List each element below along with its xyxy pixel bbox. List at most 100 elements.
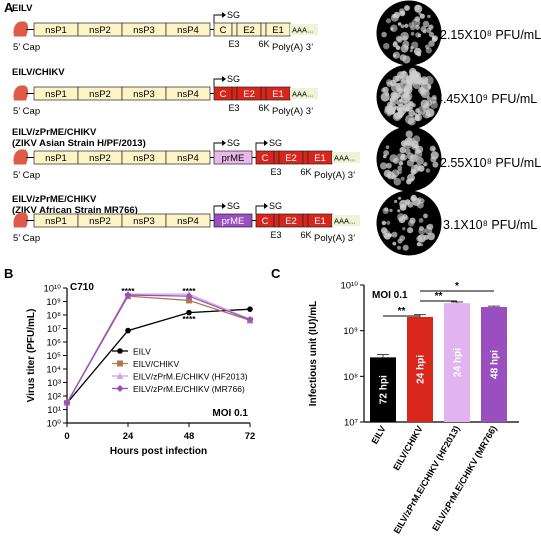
plaque <box>393 11 401 19</box>
plaque <box>389 208 393 213</box>
legend-marker <box>117 348 123 354</box>
sixk-label: 6K <box>258 39 269 49</box>
e2-label: E2 <box>243 89 255 100</box>
plaque <box>402 227 406 231</box>
significance-label: **** <box>182 314 196 324</box>
plaque <box>426 27 432 33</box>
plaque <box>410 25 416 31</box>
plaque <box>409 49 413 53</box>
plaque <box>417 165 425 172</box>
plaque <box>430 96 438 104</box>
y-tick-label: 10⁴ <box>46 365 61 376</box>
bar <box>481 306 507 422</box>
plaque <box>425 168 431 173</box>
plaque <box>385 145 390 149</box>
cap-label: 5’ Cap <box>13 233 40 244</box>
plaque <box>414 4 421 11</box>
bar <box>370 357 396 422</box>
plaque <box>407 227 414 234</box>
significance-label: * <box>455 281 459 292</box>
significance-label: ** <box>435 291 443 302</box>
prme-label: prME <box>222 216 245 227</box>
sg-arrow-head <box>222 12 226 18</box>
plaque <box>417 33 422 38</box>
significance-label: ** <box>398 306 406 317</box>
plaque <box>386 162 392 169</box>
plaque <box>381 220 387 226</box>
plaque <box>429 145 436 152</box>
series-line <box>66 294 251 404</box>
plaque <box>424 226 433 235</box>
plaque <box>405 130 413 138</box>
construct-title-chikv: EILV/CHIKV <box>12 67 65 78</box>
plaque <box>408 100 414 107</box>
sixk-block <box>260 22 267 37</box>
plaque <box>422 29 427 34</box>
plaque <box>408 220 415 227</box>
sg-label: SG <box>227 74 240 84</box>
polya-aaa: AAA... <box>292 26 313 35</box>
plaque <box>427 14 431 19</box>
plaque <box>395 75 402 82</box>
plaque <box>386 101 393 108</box>
plaque <box>381 31 387 38</box>
sg-arrow-head <box>264 140 268 146</box>
sg-arrow-head <box>222 203 226 209</box>
y-tick-label: 10³ <box>47 378 61 389</box>
data-point <box>186 297 192 304</box>
plaque <box>390 24 398 32</box>
e2-label: E2 <box>285 216 297 227</box>
cap-icon <box>13 149 28 165</box>
data-point <box>124 291 132 299</box>
plaque <box>393 40 398 45</box>
polya-label: Poly(A) 3’ <box>272 106 313 117</box>
sixk-block <box>260 86 267 101</box>
plaque <box>397 103 405 112</box>
plaque <box>423 213 428 219</box>
data-point <box>63 399 71 407</box>
plaque <box>432 35 438 42</box>
panel-label-c: C <box>271 266 281 281</box>
significance-label: **** <box>182 286 196 296</box>
sg-arrow <box>255 142 264 151</box>
significance-label: **** <box>121 286 135 296</box>
y-tick-label: 10¹ <box>47 405 61 416</box>
plaque <box>399 146 407 154</box>
chart-title: MOI 0.1 <box>372 290 408 301</box>
plaque <box>392 241 397 246</box>
sg-arrow <box>213 205 222 214</box>
plaque <box>414 149 423 158</box>
plaque <box>417 111 422 115</box>
legend-marker <box>116 372 124 379</box>
plaque <box>387 174 392 179</box>
polya-label: Poly(A) 3’ <box>272 42 313 53</box>
y-axis-label: Infectious unit (IU)/mL <box>308 301 319 407</box>
titer-asian: 2.55X10⁸ PFU/mL <box>440 156 541 170</box>
nsp-label: nsP1 <box>45 216 67 227</box>
plaque <box>402 35 408 41</box>
sg-arrow-head <box>222 140 226 146</box>
e1-label: E1 <box>272 89 284 100</box>
polya-aaa: AAA... <box>334 154 355 163</box>
data-point <box>185 292 193 300</box>
polya-label: Poly(A) 3’ <box>314 233 355 244</box>
plaque <box>422 20 430 28</box>
e3-block <box>273 213 280 228</box>
cap-label: 5’ Cap <box>13 42 40 53</box>
e3-block <box>231 86 238 101</box>
e3-label: E3 <box>270 230 281 240</box>
plaque <box>400 140 408 147</box>
sg-arrow-head <box>264 203 268 209</box>
plaque <box>386 81 393 87</box>
sg-label: SG <box>227 138 240 148</box>
plaque <box>428 31 434 38</box>
plaque <box>399 235 406 242</box>
x-axis-label: Hours post infection <box>110 446 207 457</box>
capsid-label: C <box>262 216 269 227</box>
nsp-label: nsP2 <box>89 216 111 227</box>
bar <box>407 316 433 422</box>
plaque <box>380 92 390 102</box>
polya-aaa: AAA... <box>334 217 355 226</box>
plaque <box>393 177 402 186</box>
plaque <box>410 196 416 202</box>
